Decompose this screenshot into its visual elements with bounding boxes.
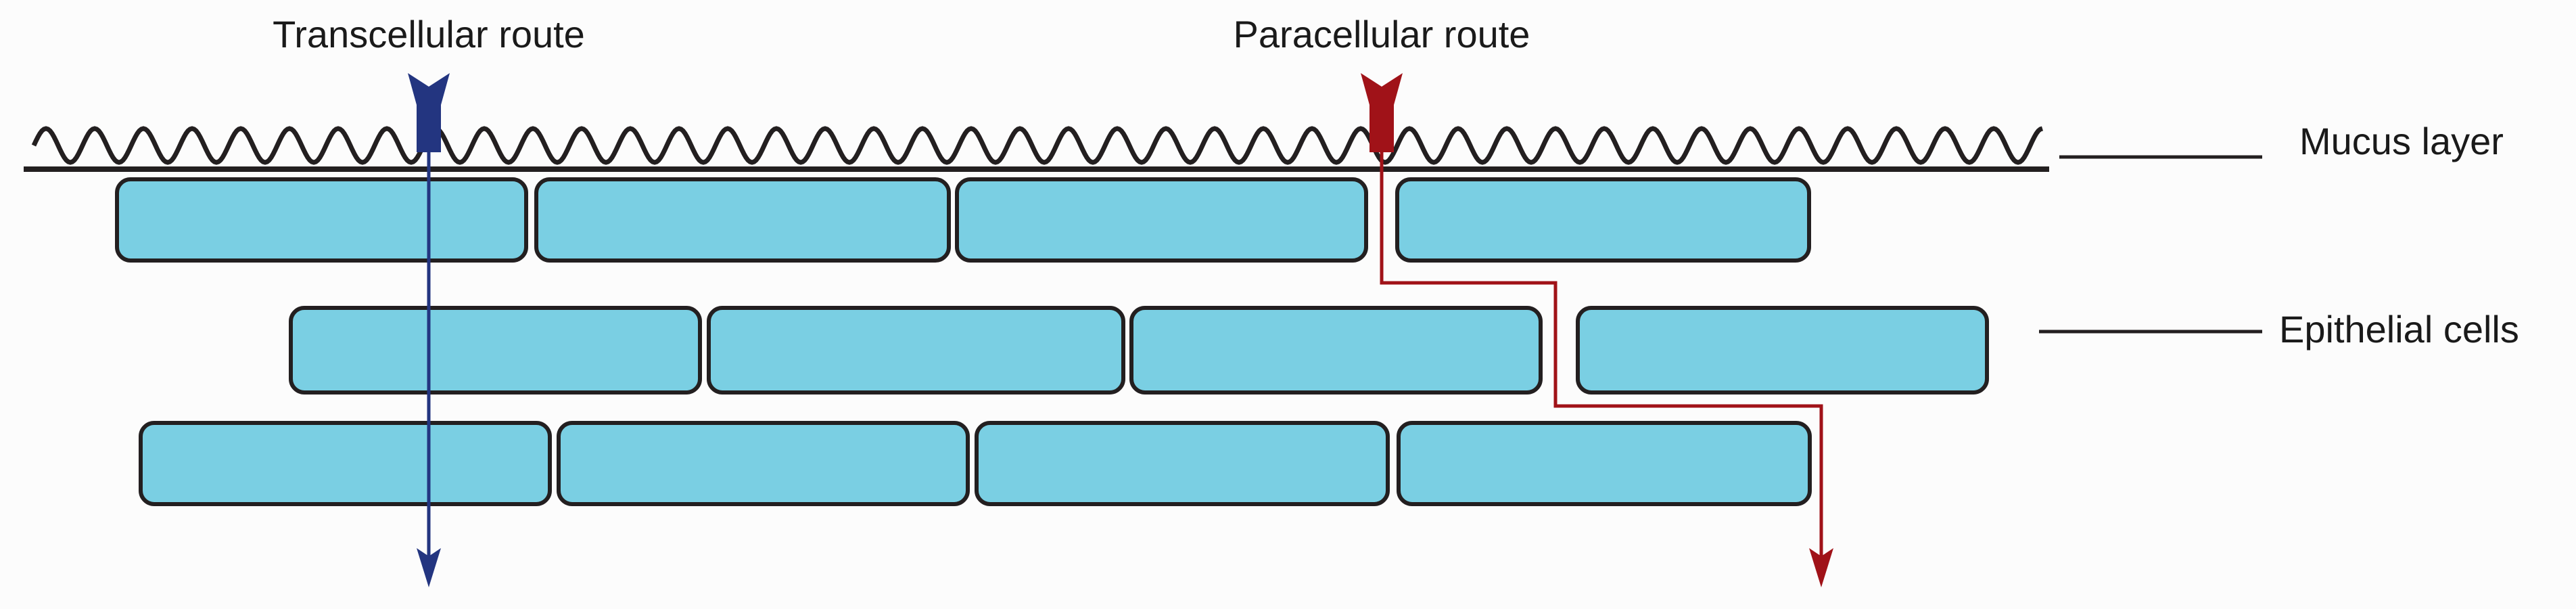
- mucus-layer: [24, 126, 2049, 172]
- transcellular-route: [408, 73, 450, 587]
- mucus-layer-label: Mucus layer: [2299, 120, 2504, 162]
- paracellular-route: [1361, 73, 1833, 587]
- epithelial-cell: [975, 421, 1390, 506]
- epithelial-cell: [1129, 306, 1543, 394]
- paracellular-route-line: [1380, 142, 1823, 562]
- epithelial-cells-label: Epithelial cells: [2279, 308, 2519, 351]
- epithelial-cell: [955, 177, 1368, 263]
- epithelial-cell: [139, 421, 552, 506]
- epithelial-layer: [115, 177, 1989, 506]
- epithelial-cell: [1576, 306, 1989, 394]
- paracellular-route-label: Paracellular route: [1234, 13, 1530, 55]
- epithelial-cell: [534, 177, 951, 263]
- arrowhead-icon: [1809, 548, 1833, 587]
- transcellular-route-label: Transcellular route: [273, 13, 585, 55]
- arrowhead-icon: [417, 548, 441, 587]
- arrow-fletching-icon: [408, 73, 450, 152]
- epithelial-cell: [557, 421, 970, 506]
- epithelial-cell: [115, 177, 528, 263]
- arrow-fletching-icon: [1361, 73, 1403, 152]
- mucus-wave: [31, 126, 2044, 165]
- epithelial-cell: [289, 306, 702, 394]
- epithelial-cell: [1395, 177, 1811, 263]
- epithelial-cell: [1397, 421, 1812, 506]
- epithelial-cell: [707, 306, 1125, 394]
